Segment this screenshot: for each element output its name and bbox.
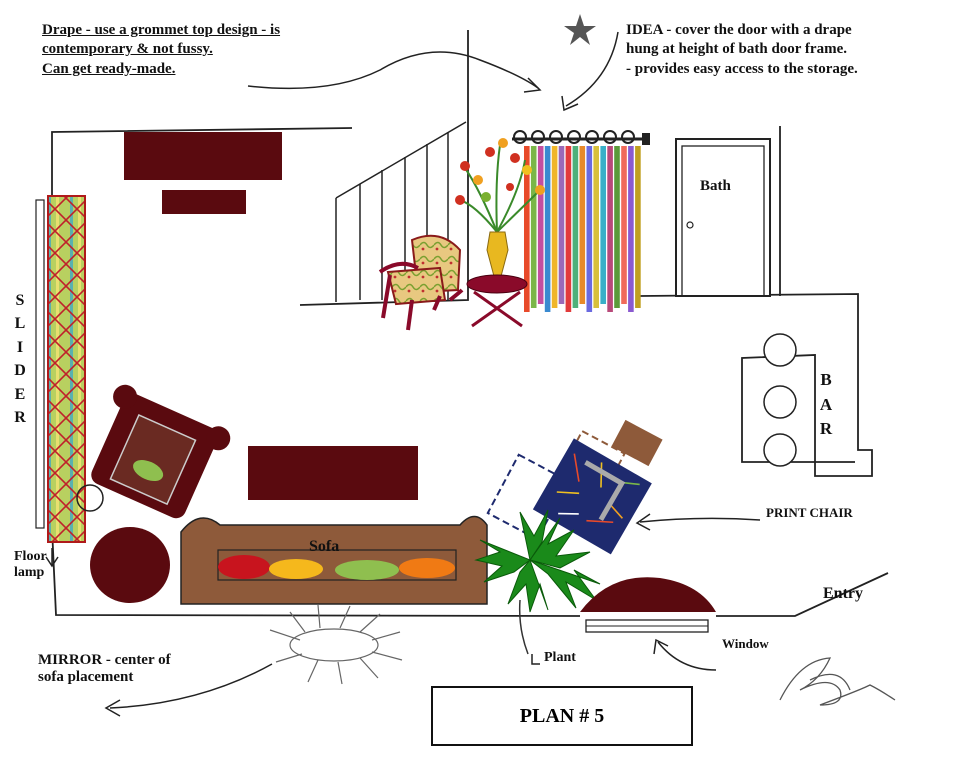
slider-letter: D xyxy=(14,362,26,380)
bath-label: Bath xyxy=(700,178,731,194)
idea-note-line-3: - provides easy access to the storage. xyxy=(626,60,858,77)
window xyxy=(580,577,716,633)
floor-lamp-label-line-1: Floor xyxy=(14,549,47,564)
curtain-stripe xyxy=(635,146,641,308)
window-label: Window xyxy=(722,636,769,651)
plant xyxy=(474,509,601,655)
floor-lamp-label-line-2: lamp xyxy=(14,565,45,581)
curtain-stripe xyxy=(593,146,599,308)
print-chair xyxy=(486,419,663,555)
slider-door xyxy=(35,195,86,543)
bath-door xyxy=(675,138,771,297)
curtain-stripe xyxy=(544,146,551,312)
entry-label: Entry xyxy=(823,585,863,602)
drape-note: Drape - use a grommet top design - is co… xyxy=(42,22,280,80)
armchair xyxy=(91,384,231,519)
room-walls xyxy=(51,30,889,617)
coffee-table xyxy=(248,446,418,500)
curtain-stripe xyxy=(621,146,627,304)
mirror-label-line-1: MIRROR - center of xyxy=(38,652,171,668)
sofa-label: Sofa xyxy=(309,538,340,555)
console-cabinet xyxy=(124,132,282,180)
curtain-stripe xyxy=(579,146,586,304)
bar-letter: R xyxy=(819,419,833,439)
sofa xyxy=(180,515,488,605)
plan-title-box: PLAN # 5 xyxy=(431,686,693,746)
star-icon xyxy=(564,14,596,45)
slider-letter: E xyxy=(14,385,26,403)
curtain-stripe xyxy=(530,146,537,308)
drape-note-line-1: Drape - use a grommet top design - is xyxy=(42,22,281,38)
annotation-arrows xyxy=(45,31,761,717)
sunburst-mirror xyxy=(269,604,403,685)
bar-stools xyxy=(763,333,797,467)
plan-title: PLAN # 5 xyxy=(519,704,605,727)
curtain-stripe xyxy=(628,146,634,312)
slider-letter: R xyxy=(14,408,26,426)
curtain-stripe xyxy=(614,146,620,308)
curtain-stripe xyxy=(607,146,613,312)
accent-chair xyxy=(378,234,464,331)
side-table xyxy=(466,274,528,328)
mirror-label-line-2: sofa placement xyxy=(38,669,134,686)
floor-lamp xyxy=(76,484,170,603)
signature xyxy=(779,657,896,706)
curtain-stripe xyxy=(565,146,572,312)
drape-note-line-2: contemporary & not fussy. xyxy=(42,41,213,58)
mirror-label: MIRROR - center of sofa placement xyxy=(38,652,171,687)
slider-letter: S xyxy=(15,292,25,309)
print-chair-label: PRINT CHAIR xyxy=(766,505,853,520)
plant-label: Plant xyxy=(544,650,576,665)
slider-label: S L I D E R xyxy=(12,292,28,432)
curtain-stripe xyxy=(524,146,530,312)
drape-note-line-3: Can get ready-made. xyxy=(42,60,176,77)
bar-letter: B xyxy=(820,370,832,389)
slider-letter: I xyxy=(16,338,24,356)
curtain-drape xyxy=(512,130,650,312)
idea-note-line-1: IDEA - cover the door with a drape xyxy=(626,22,852,38)
console-bench xyxy=(162,190,246,214)
curtain-stripe xyxy=(537,146,544,304)
curtain-stripe xyxy=(551,146,558,308)
idea-note-line-2: hung at height of bath door frame. xyxy=(626,41,847,58)
idea-note: IDEA - cover the door with a drape hung … xyxy=(626,22,858,80)
curtain-stripe xyxy=(586,146,593,312)
floor-lamp-label: Floor lamp xyxy=(14,549,47,581)
bar-letter: A xyxy=(819,394,833,414)
curtain-stripe xyxy=(600,146,606,304)
bar-label: B A R xyxy=(818,370,834,444)
slider-letter: L xyxy=(14,315,26,333)
curtain-stripe xyxy=(572,146,579,308)
curtain-stripe xyxy=(558,146,565,304)
